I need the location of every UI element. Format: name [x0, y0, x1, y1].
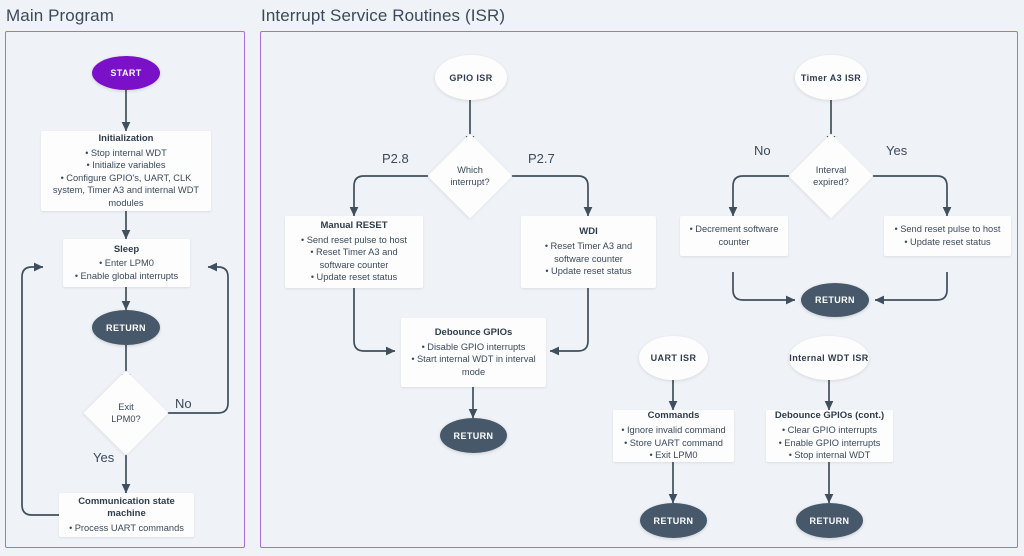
edge-label-timer-yes: Yes [886, 143, 908, 158]
node-which-interrupt-text: Which interrupt? [450, 164, 490, 187]
node-interval-expired-decision[interactable]: Interval expired? [788, 133, 874, 219]
node-initialization-items: • Stop internal WDT • Initialize variabl… [49, 147, 203, 210]
node-debounce-items: • Disable GPIO interrupts • Start intern… [409, 341, 538, 379]
list-item: • Ignore invalid command [621, 425, 726, 436]
node-internal-wdt-return[interactable]: RETURN [796, 503, 863, 538]
list-item: • Send reset pulse to host [894, 224, 1001, 235]
list-item: • Initialize variables [86, 160, 166, 171]
node-gpio-isr-entry[interactable]: GPIO ISR [435, 55, 507, 100]
node-send-reset-pulse[interactable]: • Send reset pulse to host • Update rese… [884, 216, 1011, 256]
node-manual-reset-header: Manual RESET [320, 219, 388, 231]
node-debounce-header: Debounce GPIOs [434, 326, 513, 338]
node-communication-state-machine[interactable]: Communication state machine • Process UA… [59, 493, 194, 537]
node-initialization[interactable]: Initialization • Stop internal WDT • Ini… [41, 131, 211, 211]
panel-title-isr: Interrupt Service Routines (ISR) [261, 6, 506, 25]
edge-label-timer-no: No [754, 143, 771, 158]
node-sleep[interactable]: Sleep • Enter LPM0 • Enable global inter… [63, 239, 190, 287]
list-item: • Update reset status [310, 272, 398, 283]
node-uart-isr-entry-label: UART ISR [650, 353, 697, 363]
list-item: • Stop internal WDT [85, 147, 167, 158]
node-timer-a3-return-label: RETURN [815, 295, 855, 305]
list-item: • Configure GPIO's, UART, CLK system, Ti… [52, 172, 200, 208]
node-debounce-cont-header: Debounce GPIOs (cont.) [774, 410, 885, 422]
node-sleep-header: Sleep [113, 243, 140, 255]
node-wdi[interactable]: WDI • Reset Timer A3 and software counte… [521, 216, 656, 288]
node-send-reset-items: • Send reset pulse to host • Update rese… [892, 223, 1003, 248]
list-item: • Process UART commands [69, 522, 184, 533]
node-exit-lpm0-decision[interactable]: Exit LPM0? [83, 370, 169, 456]
list-item: • Enter LPM0 [99, 258, 154, 269]
node-main-return[interactable]: RETURN [92, 310, 160, 345]
list-item: • Disable GPIO interrupts [421, 341, 526, 352]
node-start[interactable]: START [92, 56, 160, 90]
node-wdi-header: WDI [579, 226, 598, 238]
list-item: • Decrement software counter [689, 224, 779, 247]
panel-isr [260, 31, 1018, 548]
node-start-label: START [110, 68, 142, 78]
node-commands-items: • Ignore invalid command • Store UART co… [621, 424, 726, 462]
node-sleep-items: • Enter LPM0 • Enable global interrupts [71, 257, 182, 282]
node-main-return-label: RETURN [106, 322, 146, 333]
list-item: • Update reset status [545, 266, 632, 277]
node-timer-a3-isr-entry-label: Timer A3 ISR [800, 72, 862, 83]
list-item: • Enable global interrupts [74, 270, 179, 281]
list-item: • Reset Timer A3 and software counter [544, 241, 633, 264]
node-gpio-isr-return-label: RETURN [453, 430, 494, 441]
node-comm-items: • Process UART commands [67, 522, 186, 535]
node-uart-isr-entry[interactable]: UART ISR [639, 336, 708, 380]
node-exit-lpm0-text: Exit LPM0? [111, 401, 141, 424]
node-uart-isr-return-label: RETURN [653, 515, 694, 526]
node-manual-reset[interactable]: Manual RESET • Send reset pulse to host … [285, 216, 423, 288]
node-timer-a3-isr-entry[interactable]: Timer A3 ISR [795, 55, 867, 100]
node-wdi-items: • Reset Timer A3 and software counter • … [529, 240, 648, 278]
node-debounce-gpios[interactable]: Debounce GPIOs • Disable GPIO interrupts… [401, 318, 546, 387]
node-commands[interactable]: Commands • Ignore invalid command • Stor… [613, 410, 734, 462]
node-gpio-isr-entry-label: GPIO ISR [449, 72, 493, 83]
node-commands-header: Commands [647, 410, 700, 422]
list-item: • Enable GPIO interrupts [778, 437, 881, 448]
node-debounce-gpios-cont[interactable]: Debounce GPIOs (cont.) • Clear GPIO inte… [766, 410, 893, 462]
edge-label-exit-yes: Yes [93, 450, 115, 465]
edge-label-p28: P2.8 [382, 151, 409, 166]
node-gpio-isr-return[interactable]: RETURN [440, 418, 507, 453]
node-uart-isr-return[interactable]: RETURN [640, 503, 707, 538]
list-item: • Store UART command [624, 437, 723, 448]
list-item: • Update reset status [904, 237, 991, 247]
list-item: • Start internal WDT in interval mode [411, 354, 536, 377]
list-item: • Exit LPM0 [649, 450, 698, 461]
panel-main-program [5, 31, 245, 548]
list-item: • Clear GPIO interrupts [781, 425, 878, 436]
node-interval-expired-text: Interval expired? [813, 164, 849, 187]
node-decrement-software-counter[interactable]: • Decrement software counter [680, 216, 788, 256]
list-item: • Send reset pulse to host [301, 234, 407, 245]
node-debounce-cont-items: • Clear GPIO interrupts • Enable GPIO in… [774, 424, 885, 462]
list-item: • Stop internal WDT [788, 450, 871, 461]
node-timer-a3-return[interactable]: RETURN [801, 283, 869, 317]
node-internal-wdt-return-label: RETURN [809, 515, 850, 526]
edge-label-exit-no: No [175, 396, 192, 411]
panel-title-main-program: Main Program [6, 6, 114, 25]
node-internal-wdt-isr-entry-label: Internal WDT ISR [789, 353, 869, 363]
node-decrement-items: • Decrement software counter [688, 223, 780, 248]
list-item: • Reset Timer A3 and software counter [310, 247, 398, 270]
node-initialization-header: Initialization [98, 132, 154, 144]
node-manual-reset-items: • Send reset pulse to host • Reset Timer… [293, 234, 415, 284]
node-which-interrupt-decision[interactable]: Which interrupt? [427, 133, 513, 219]
node-comm-header: Communication state machine [78, 495, 175, 519]
node-internal-wdt-isr-entry[interactable]: Internal WDT ISR [789, 336, 869, 380]
edge-label-p27: P2.7 [528, 151, 555, 166]
